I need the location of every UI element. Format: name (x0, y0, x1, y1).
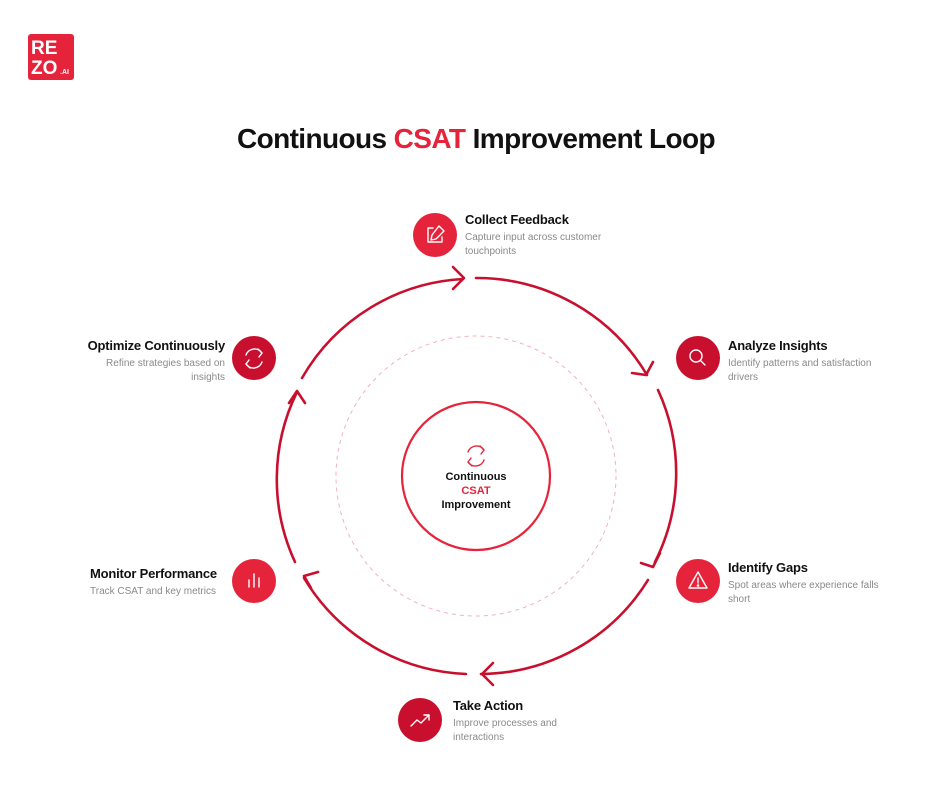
step-optimize-continuously: Optimize Continuously Refine strategies … (60, 338, 226, 385)
arc-analyze-to-gaps (653, 388, 678, 564)
step-optimize-icon-badge (232, 336, 276, 380)
rezo-logo: RE ZO .AI (28, 34, 74, 80)
step-collect-icon-badge (413, 213, 457, 257)
arrowhead-lower-right (639, 551, 662, 569)
center-line1: Continuous (445, 471, 507, 483)
step-title: Take Action (453, 698, 524, 713)
arc-collect-to-analyze (474, 276, 649, 377)
step-description: Capture input across customer touchpoint… (465, 232, 602, 257)
arrowhead-upper-left (287, 389, 307, 405)
loop-arrowheads (287, 265, 662, 687)
arc-optimize-to-collect (300, 277, 465, 380)
arc-gaps-to-action (479, 578, 650, 676)
center-line3: Improvement (441, 499, 511, 511)
step-title: Identify Gaps (728, 560, 808, 575)
logo-text-line2: ZO (31, 58, 57, 79)
step-collect-feedback: Collect Feedback Capture input across cu… (465, 212, 625, 259)
arrowhead-upper-right (630, 360, 655, 377)
center-circle (400, 400, 552, 552)
title-prefix: Continuous (236, 123, 387, 154)
step-description: Spot areas where experience falls short (728, 580, 879, 605)
center-refresh-icon (467, 445, 485, 467)
logo-suffix: .AI (60, 69, 69, 76)
step-description: Identify patterns and satisfaction drive… (728, 358, 872, 383)
arrowhead-bottom (480, 661, 495, 687)
title-suffix: Improvement Loop (472, 123, 716, 154)
step-title: Analyze Insights (728, 338, 828, 353)
loop-arcs (275, 276, 678, 676)
arc-monitor-to-optimize (275, 390, 299, 564)
step-monitor-icon-badge (232, 559, 276, 603)
step-title: Collect Feedback (465, 212, 569, 227)
step-identify-gaps: Identify Gaps Spot areas where experienc… (728, 560, 898, 607)
step-description: Refine strategies based on insights (106, 358, 225, 383)
arrowhead-lower-left (302, 570, 320, 590)
center-line2: CSAT (461, 485, 491, 497)
step-analyze-icon-badge (676, 336, 720, 380)
step-description: Track CSAT and key metrics (90, 586, 216, 597)
step-analyze-insights: Analyze Insights Identify patterns and s… (728, 338, 898, 385)
search-icon (689, 349, 706, 366)
step-action-icon-badge (398, 698, 442, 742)
step-description: Improve processes and interactions (453, 718, 557, 743)
logo-text-line1: RE (31, 38, 57, 59)
arrowhead-top (451, 265, 466, 291)
step-gaps-icon-badge (676, 559, 720, 603)
center-label: Continuous CSAT Improvement (420, 470, 532, 512)
title-highlight: CSAT (393, 123, 466, 154)
bar-chart-icon (248, 573, 260, 588)
trend-up-icon (410, 714, 430, 727)
page-title: Continuous CSAT Improvement Loop (0, 123, 952, 155)
step-monitor-performance: Monitor Performance Track CSAT and key m… (90, 566, 240, 599)
step-title: Optimize Continuously (87, 338, 226, 353)
inner-dashed-ring (335, 335, 617, 617)
step-take-action: Take Action Improve processes and intera… (453, 698, 603, 745)
warning-icon (688, 571, 708, 589)
edit-icon (427, 225, 445, 243)
arc-action-to-monitor (302, 576, 468, 676)
step-title: Monitor Performance (90, 566, 217, 581)
refresh-icon (245, 348, 263, 369)
